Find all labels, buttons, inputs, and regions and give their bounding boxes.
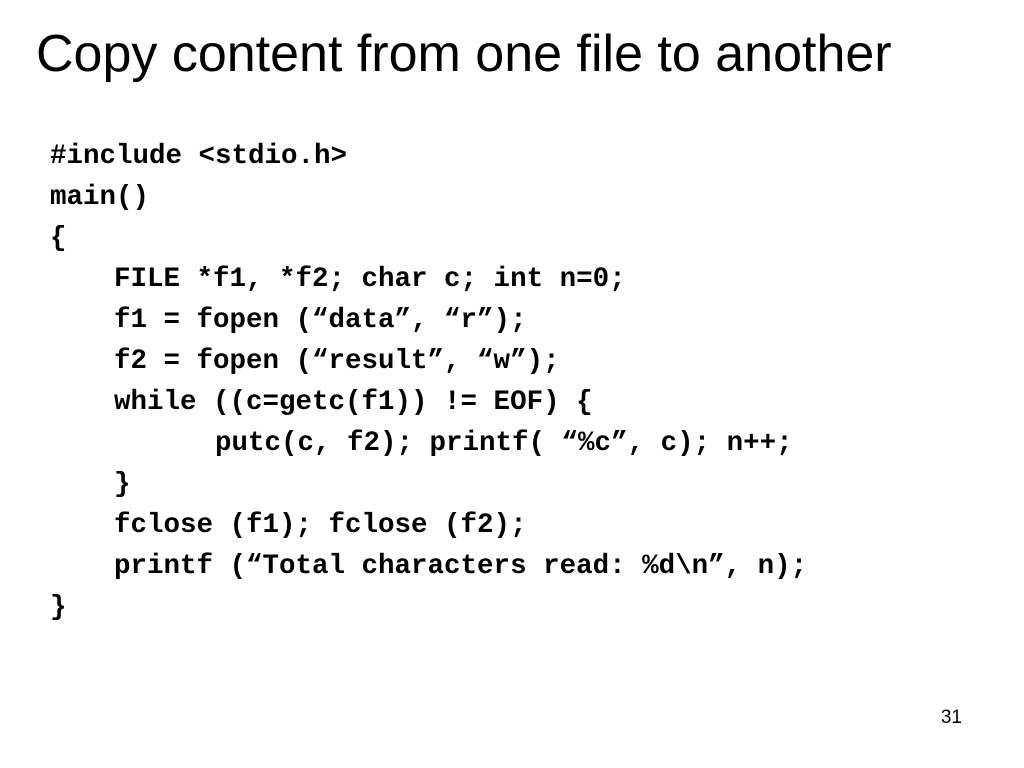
code-line-include: #include <stdio.h> [50, 141, 348, 172]
code-line-loop-body: putc(c, f2); printf( “%c”, c); n++; [215, 428, 793, 459]
code-block: #include <stdio.h> main() { FILE *f1, *f… [50, 136, 807, 628]
code-line-fclose: fclose (f1); fclose (f2); [114, 510, 527, 541]
code-line-printf-total: printf (“Total characters read: %d\n”, n… [114, 551, 808, 582]
code-line-while: while ((c=getc(f1)) != EOF) { [114, 387, 593, 418]
page-number: 31 [940, 707, 962, 728]
slide-title: Copy content from one file to another [36, 25, 892, 83]
code-line-close-loop: } [114, 469, 131, 500]
code-line-main: main() [50, 182, 150, 213]
code-line-open-brace: { [50, 223, 67, 254]
code-line-fopen-result: f2 = fopen (“result”, “w”); [114, 346, 560, 377]
code-line-fopen-data: f1 = fopen (“data”, “r”); [114, 305, 527, 336]
code-line-declarations: FILE *f1, *f2; char c; int n=0; [114, 264, 626, 295]
code-line-close-brace: } [50, 592, 67, 623]
